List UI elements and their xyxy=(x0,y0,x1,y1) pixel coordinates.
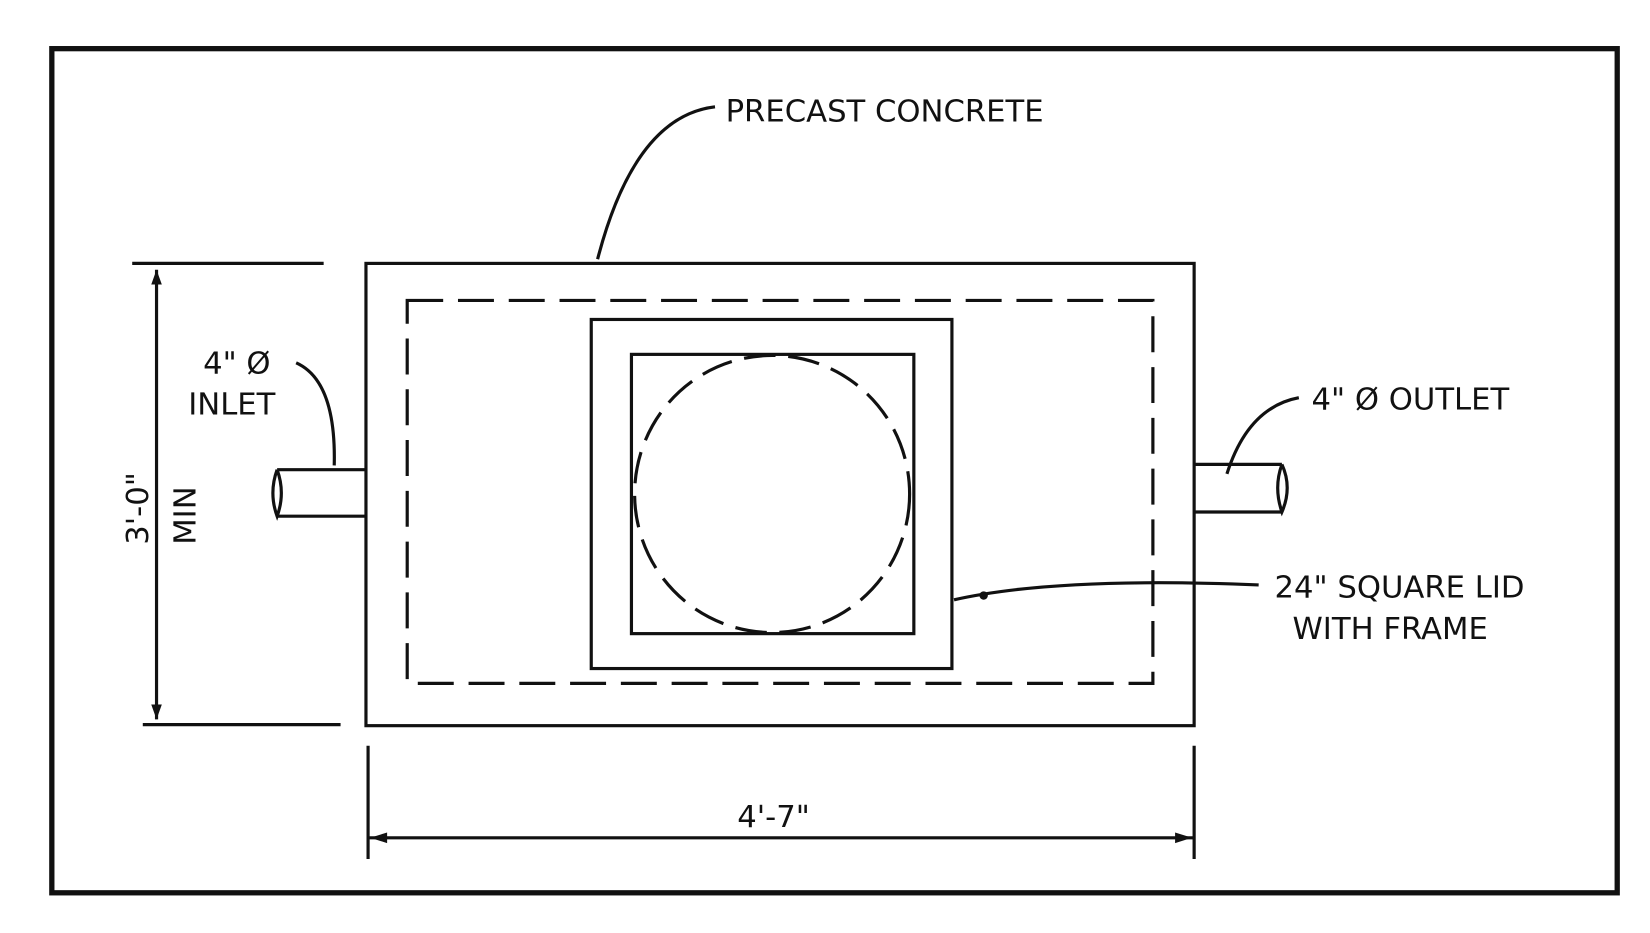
lid-leader-dot xyxy=(979,591,988,600)
inlet-size-label: 4" Ø xyxy=(203,346,270,381)
outlet-label: 4" Ø OUTLET xyxy=(1312,382,1510,417)
inlet-label: INLET xyxy=(188,388,275,423)
outlet-pipe xyxy=(1194,462,1289,517)
height-dimension-label: 3'-0" xyxy=(121,472,156,545)
inner-wall-dashed xyxy=(405,298,1155,685)
frame-border xyxy=(49,46,1620,896)
precast-concrete-box xyxy=(364,261,1196,728)
lid-leader xyxy=(953,581,1259,602)
precast-concrete-label: PRECAST CONCRETE xyxy=(726,95,1044,130)
height-min-label: MIN xyxy=(169,486,204,544)
inlet-pipe xyxy=(271,468,366,521)
lid-label-line2: WITH FRAME xyxy=(1293,612,1488,647)
width-dimension xyxy=(366,745,1196,859)
lid-label-line1: 24" SQUARE LID xyxy=(1275,571,1525,606)
width-dimension-label: 4'-7" xyxy=(737,800,810,835)
opening-circle-dashed xyxy=(633,353,912,635)
lid-frame-outer xyxy=(589,317,954,671)
precast-leader xyxy=(596,105,716,260)
height-dimension xyxy=(132,261,341,727)
inlet-leader xyxy=(295,361,336,466)
outlet-leader xyxy=(1225,396,1300,475)
